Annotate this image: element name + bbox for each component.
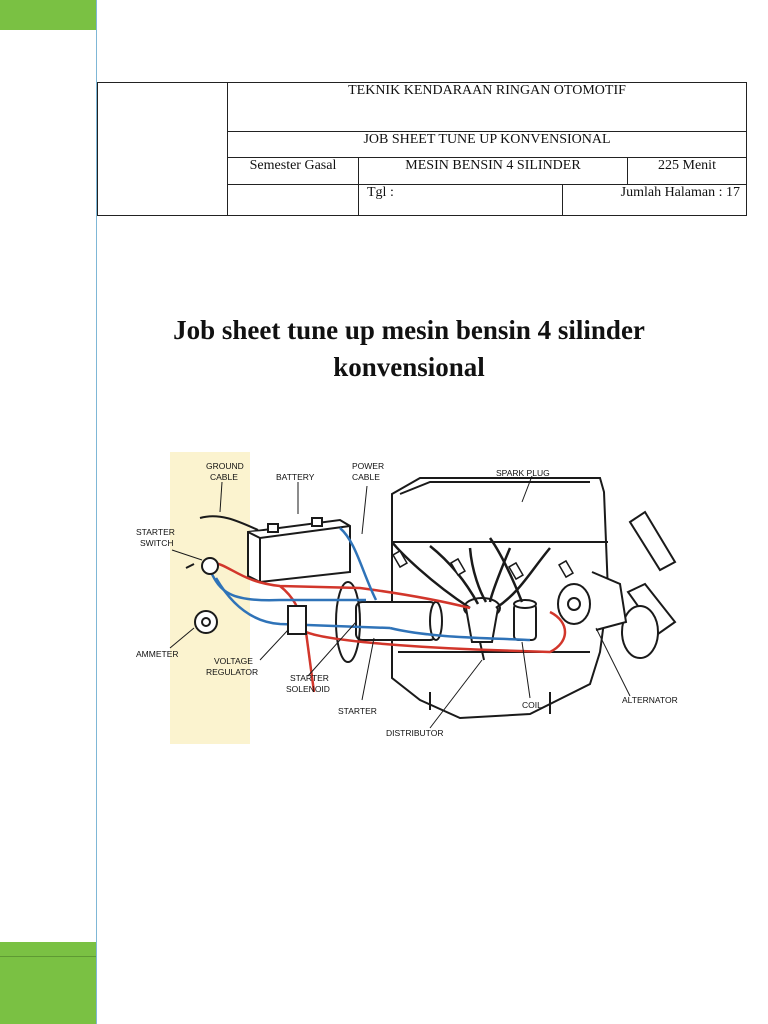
label-alternator: ALTERNATOR xyxy=(622,695,678,705)
title-line-2: konvensional xyxy=(333,352,485,382)
engine-cell: MESIN BENSIN 4 SILINDER xyxy=(358,156,628,185)
program-cell: TEKNIK KENDARAAN RINGAN OTOMOTIF xyxy=(227,81,747,133)
label-starter-switch-2: SWITCH xyxy=(140,538,174,548)
diagram-backdrop xyxy=(170,452,250,744)
duration-cell: 225 Menit xyxy=(627,156,747,185)
blank-cell xyxy=(227,183,359,217)
label-ground-cable-2: CABLE xyxy=(210,472,238,482)
label-distributor: DISTRIBUTOR xyxy=(386,728,443,738)
semester-cell: Semester Gasal xyxy=(227,156,359,185)
margin-line xyxy=(96,0,97,1024)
label-starter-solenoid-2: SOLENOID xyxy=(286,684,330,694)
ignition-system-diagram: GROUND CABLE BATTERY POWER CABLE SPARK P… xyxy=(136,452,678,744)
coil xyxy=(513,599,537,641)
diagram-labels: GROUND CABLE BATTERY POWER CABLE SPARK P… xyxy=(136,461,678,738)
label-voltage-regulator-1: VOLTAGE xyxy=(214,656,253,666)
voltage-regulator xyxy=(287,605,307,635)
label-battery: BATTERY xyxy=(276,472,315,482)
title-line-1: Job sheet tune up mesin bensin 4 silinde… xyxy=(173,315,645,345)
document-title: Job sheet tune up mesin bensin 4 silinde… xyxy=(97,312,721,386)
label-ammeter: AMMETER xyxy=(136,649,179,659)
pages-cell: Jumlah Halaman : 17 xyxy=(561,183,748,217)
label-coil: COIL xyxy=(522,700,542,710)
green-corner-top xyxy=(0,0,96,30)
label-starter-switch-1: STARTER xyxy=(136,527,175,537)
label-starter-solenoid-1: STARTER xyxy=(290,673,329,683)
distributor xyxy=(463,597,501,661)
header-table: TEKNIK KENDARAAN RINGAN OTOMOTIF JOB SHE… xyxy=(97,81,748,217)
label-voltage-regulator-2: REGULATOR xyxy=(206,667,258,677)
date-cell: Tgl : xyxy=(358,183,563,217)
spark-plug-wires xyxy=(391,537,551,610)
label-starter: STARTER xyxy=(338,706,377,716)
label-spark-plug: SPARK PLUG xyxy=(496,468,550,478)
label-power-cable-2: CABLE xyxy=(352,472,380,482)
fan-alternator xyxy=(557,510,677,659)
ammeter xyxy=(194,610,218,634)
ground-cable xyxy=(199,515,259,531)
green-corner-divider xyxy=(0,956,96,957)
spark-plugs xyxy=(392,549,574,581)
label-ground-cable-1: GROUND xyxy=(206,461,244,471)
green-corner-bottom xyxy=(0,942,96,1024)
label-power-cable-1: POWER xyxy=(352,461,384,471)
blue-wiring xyxy=(208,527,531,642)
leader-lines xyxy=(169,475,631,729)
engine-block xyxy=(391,477,610,720)
starter-switch xyxy=(185,557,219,575)
starter-motor xyxy=(335,581,443,663)
logo-cell xyxy=(97,82,228,216)
job-sheet-cell: JOB SHEET TUNE UP KONVENSIONAL xyxy=(227,131,747,158)
battery xyxy=(247,517,351,584)
